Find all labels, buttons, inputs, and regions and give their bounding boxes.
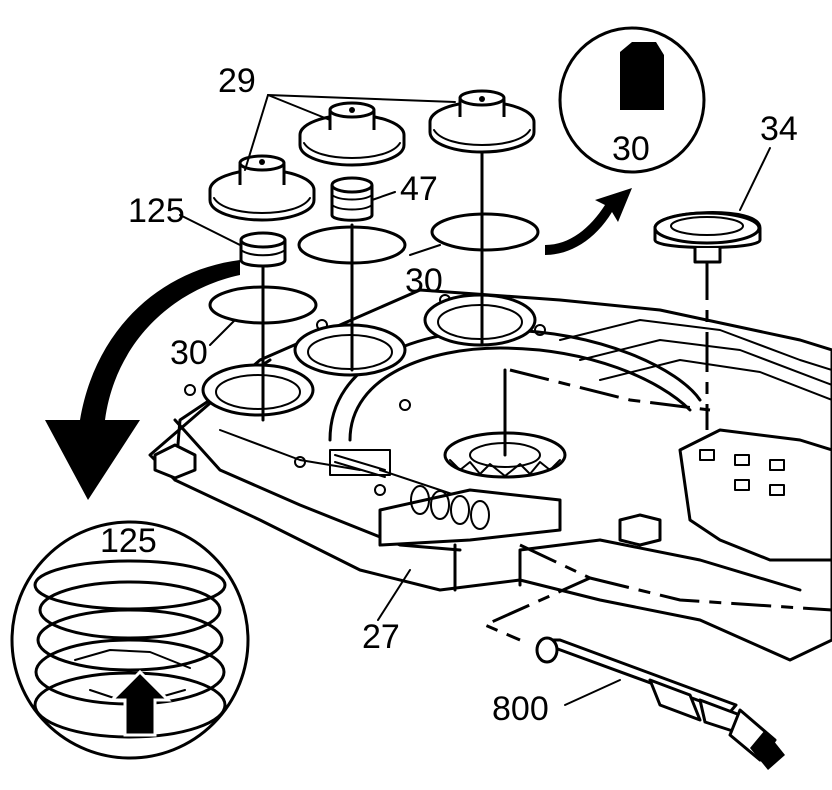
- detail-circle-30: [558, 26, 706, 174]
- spring-125: [239, 231, 287, 268]
- leader-lines: [179, 94, 771, 706]
- label-34: 34: [760, 110, 798, 148]
- labels: 29 125 47 30 30 30 34 27 800 125: [100, 62, 798, 728]
- detail-circle-125: [10, 520, 250, 760]
- label-47: 47: [400, 170, 438, 208]
- piston-center: [298, 101, 406, 167]
- retainer-34: [653, 211, 762, 264]
- tool-path-dashed: [481, 543, 594, 642]
- piston-bores: [201, 293, 537, 417]
- arrow-to-detail-30: [545, 188, 632, 255]
- tool-path-dashed-right: [589, 576, 832, 612]
- label-800: 800: [492, 690, 549, 728]
- seal-ring-left: [208, 285, 318, 325]
- label-125-detail: 125: [100, 522, 157, 560]
- arrow-to-detail-125: [45, 260, 240, 500]
- channel-plate-housing: [148, 288, 832, 662]
- guide-pins: [261, 148, 709, 457]
- spring-47: [330, 176, 374, 222]
- label-30-center: 30: [405, 262, 443, 300]
- seal-ring-right: [430, 212, 540, 252]
- label-29: 29: [218, 62, 256, 100]
- label-27: 27: [362, 618, 400, 656]
- piston-left: [208, 154, 316, 222]
- label-125: 125: [128, 192, 185, 230]
- seal-ring-center: [297, 225, 407, 265]
- label-30-left: 30: [170, 334, 208, 372]
- gear-dashed: [509, 368, 711, 412]
- label-30-detail: 30: [612, 130, 650, 168]
- tool-800: [535, 636, 785, 770]
- piston-right: [428, 89, 536, 154]
